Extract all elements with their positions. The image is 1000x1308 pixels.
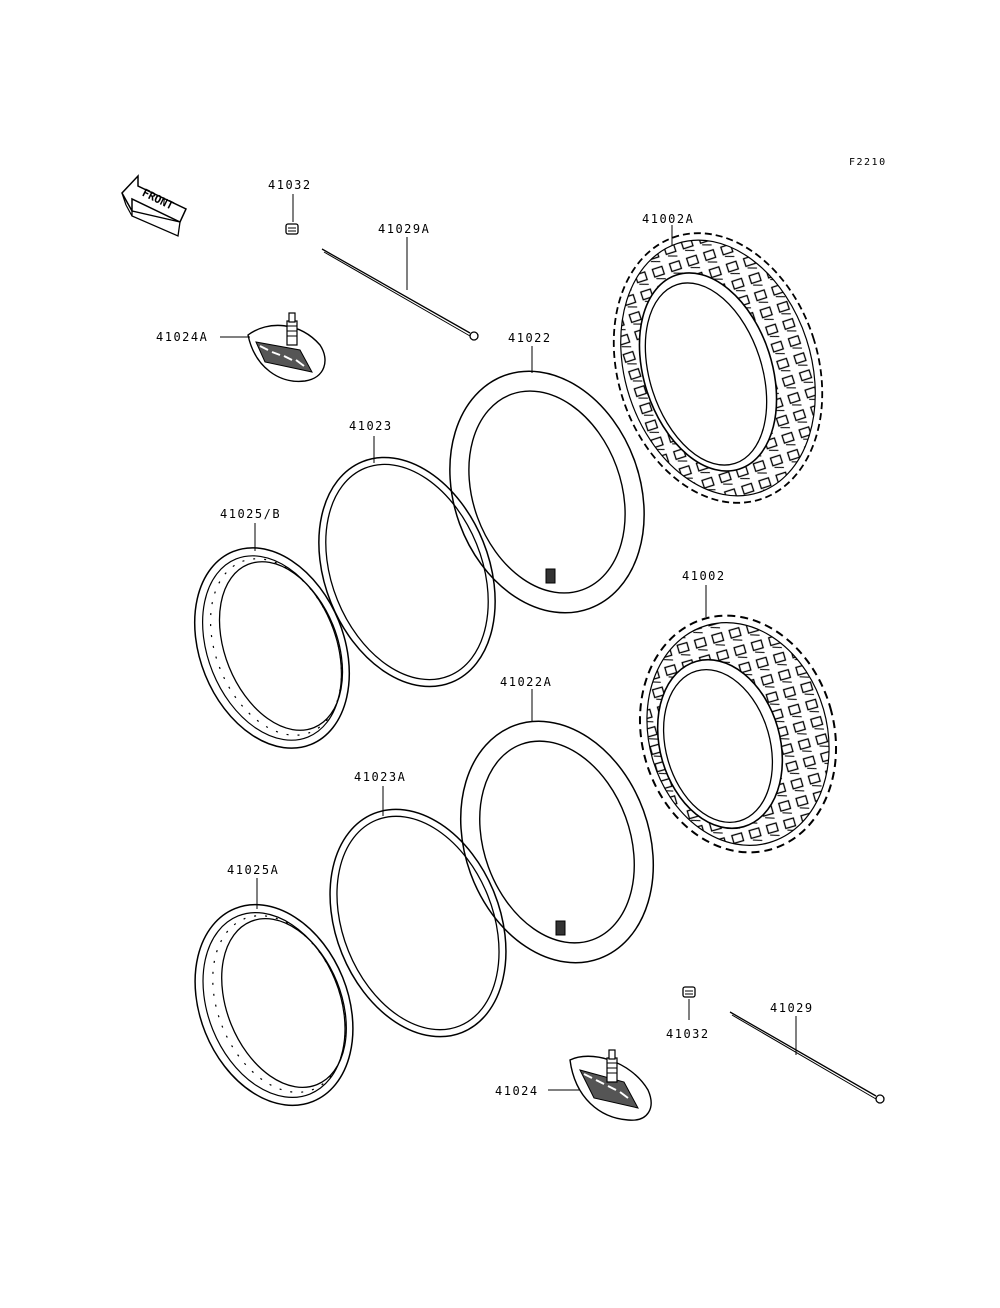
label-rim-band-rear: 41023A (354, 770, 407, 784)
label-rim-front: 41025/B (220, 507, 282, 521)
rim-rear (194, 878, 354, 1107)
label-rim-band-front: 41023 (349, 419, 393, 433)
tire-front (612, 225, 824, 504)
rim-band-front (318, 436, 496, 688)
label-spoke-rear: 41029 (770, 1001, 814, 1015)
valve-cap-front (285, 194, 299, 235)
rim-lock-front (220, 312, 326, 383)
label-valve-cap-rear: 41032 (666, 1027, 710, 1041)
spoke-front (321, 237, 479, 341)
rim-band-rear (329, 786, 507, 1038)
label-rim-rear: 41025A (227, 863, 280, 877)
label-spoke-front: 41029A (378, 222, 431, 236)
label-tire-rear: 41002 (682, 569, 726, 583)
front-arrow-icon: FRONT (121, 174, 187, 237)
tube-rear (459, 689, 655, 964)
label-rim-lock-front: 41024A (156, 330, 209, 344)
rim-lock-rear (548, 1049, 652, 1121)
rim-front (193, 523, 351, 749)
figure-code: F2210 (849, 157, 887, 168)
label-tube-front: 41022 (508, 331, 552, 345)
tube-front (449, 346, 645, 614)
label-valve-cap-front: 41032 (268, 178, 312, 192)
valve-cap-rear (682, 986, 696, 1020)
label-tube-rear: 41022A (500, 675, 553, 689)
label-tire-front: 41002A (642, 212, 695, 226)
label-rim-lock-rear: 41024 (495, 1084, 539, 1098)
spoke-rear (729, 1011, 885, 1104)
tire-rear (638, 585, 838, 854)
